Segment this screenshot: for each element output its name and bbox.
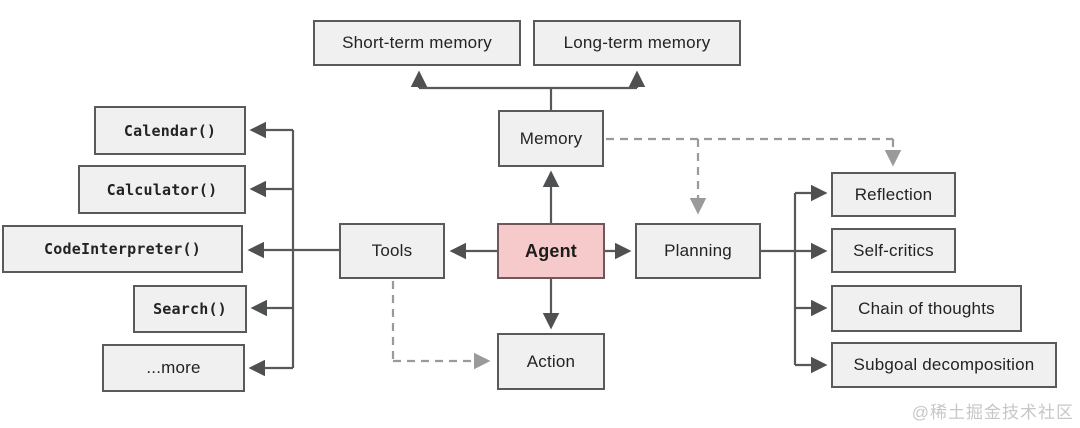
node-tool-code-interpreter: CodeInterpreter(): [2, 225, 243, 273]
node-tool-more: ...more: [102, 344, 245, 392]
node-agent: Agent: [497, 223, 605, 279]
node-tool-search: Search(): [133, 285, 247, 333]
connector-planning-bus: [761, 193, 797, 365]
node-short-term-memory: Short-term memory: [313, 20, 521, 66]
node-long-term-memory: Long-term memory: [533, 20, 741, 66]
node-tool-calendar: Calendar(): [94, 106, 246, 155]
node-memory: Memory: [498, 110, 604, 167]
node-reflection: Reflection: [831, 172, 956, 217]
node-tools: Tools: [339, 223, 445, 279]
node-subgoal-decomposition: Subgoal decomposition: [831, 342, 1057, 388]
node-chain-of-thoughts: Chain of thoughts: [831, 285, 1022, 332]
node-tool-calculator: Calculator(): [78, 165, 246, 214]
connector-memory-stem: [419, 86, 637, 110]
node-action: Action: [497, 333, 605, 390]
watermark-text: @稀土掘金技术社区: [911, 403, 1074, 422]
node-planning: Planning: [635, 223, 761, 279]
node-self-critics: Self-critics: [831, 228, 956, 273]
